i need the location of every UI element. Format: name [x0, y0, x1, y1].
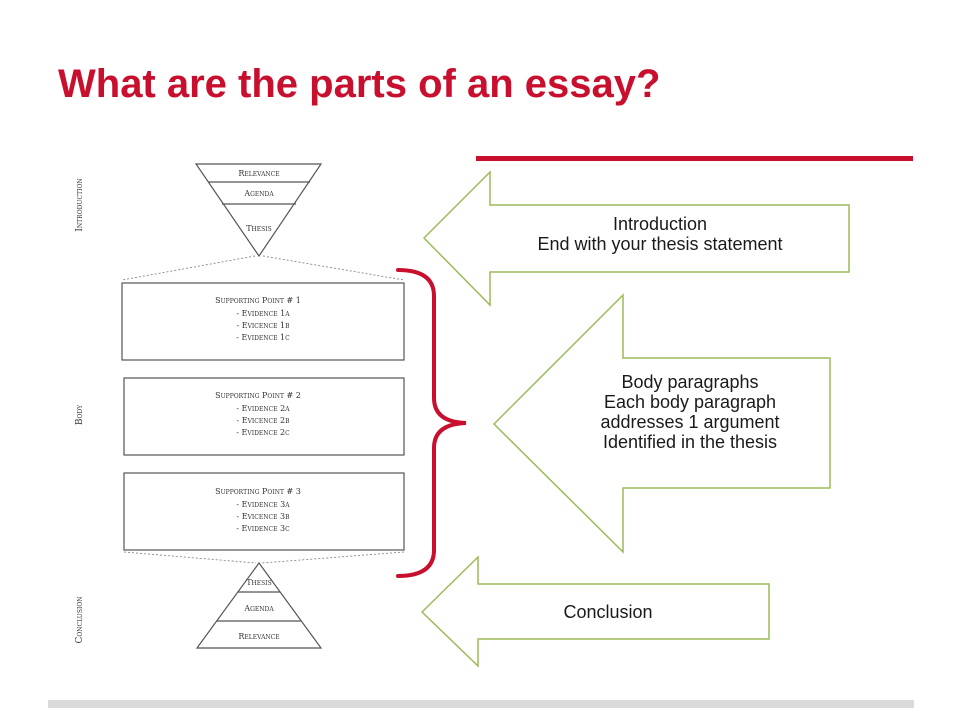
body-box-3-item-2: - Evicence 3b — [236, 512, 290, 521]
body-callout-line-2: Each body paragraph — [603, 392, 777, 412]
body-conclusion-connector — [123, 551, 405, 564]
intro-layer-relevance: Relevance — [238, 169, 279, 178]
body-side-label: Body — [75, 404, 85, 425]
body-callout-line-4: Identified in the thesis — [602, 432, 778, 452]
introduction-callout-text: Introduction End with your thesis statem… — [480, 214, 840, 254]
body-box-2: Supporting Point # 2 - Evidence 2a - Evi… — [123, 377, 405, 456]
body-box-2-item-1: - Evidence 2a — [236, 404, 290, 413]
body-box-3-heading: Supporting Point # 3 — [215, 487, 301, 496]
introduction-callout-arrow — [422, 170, 850, 307]
body-box-1-item-2: - Evicence 1b — [236, 321, 290, 330]
intro-layer-thesis: Thesis — [246, 224, 272, 233]
body-box-2-item-3: - Evidence 2c — [236, 428, 290, 437]
intro-layer-agenda: Agenda — [243, 189, 274, 198]
slide-title: What are the parts of an essay? — [58, 62, 661, 106]
conclusion-side-label: Conclusion — [75, 596, 85, 643]
conclusion-callout-line-1: Conclusion — [563, 602, 653, 622]
body-box-1-heading: Supporting Point # 1 — [215, 296, 301, 305]
body-callout-line-3: addresses 1 argument — [600, 412, 780, 432]
body-box-2-item-2: - Evicence 2b — [236, 416, 290, 425]
conclusion-layer-thesis: Thesis — [246, 578, 272, 587]
body-box-3: Supporting Point # 3 - Evidence 3a - Evi… — [123, 472, 405, 551]
body-box-3-item-3: - Evidence 3c — [236, 524, 290, 533]
body-callout-arrow — [492, 293, 831, 554]
body-box-3-item-1: - Evidence 3a — [236, 500, 290, 509]
introduction-callout-line-1: Introduction — [612, 214, 708, 234]
body-box-2-heading: Supporting Point # 2 — [215, 391, 301, 400]
body-box-1-item-3: - Evidence 1c — [236, 333, 290, 342]
conclusion-layer-agenda: Agenda — [243, 604, 274, 613]
introduction-funnel — [194, 163, 323, 258]
conclusion-pyramid — [195, 561, 323, 649]
conclusion-callout-arrow — [420, 555, 770, 668]
body-box-1: Supporting Point # 1 - Evidence 1a - Evi… — [121, 282, 405, 361]
conclusion-layer-relevance: Relevance — [238, 632, 279, 641]
body-callout-line-1: Body paragraphs — [621, 372, 759, 392]
introduction-callout-line-2: End with your thesis statement — [537, 234, 783, 254]
body-box-1-item-1: - Evidence 1a — [236, 309, 290, 318]
body-curly-bracket — [396, 268, 467, 578]
footer-bar — [48, 700, 914, 708]
introduction-side-label: Introduction — [75, 178, 85, 231]
title-accent-line — [476, 156, 913, 161]
conclusion-callout-text: Conclusion — [478, 602, 738, 622]
body-callout-text: Body paragraphs Each body paragraph addr… — [560, 372, 820, 452]
intro-body-connector — [121, 255, 405, 281]
